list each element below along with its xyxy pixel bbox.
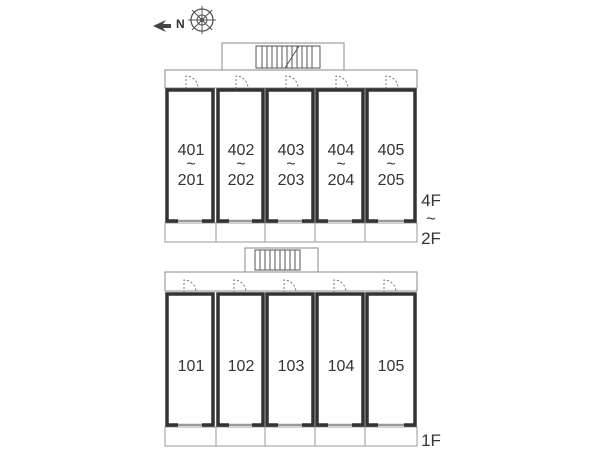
upper-floor-label: 4F ~ 2F: [421, 191, 441, 248]
upper-door-swings: [185, 75, 399, 89]
unit-label-bottom: 203: [278, 172, 305, 189]
door-swing-icon: [185, 75, 199, 89]
unit-label-bottom: 205: [378, 172, 405, 189]
door-swing-icon: [333, 279, 347, 293]
door-swing-icon: [235, 75, 249, 89]
unit-label: 104: [328, 358, 355, 375]
unit-label: 101: [178, 358, 205, 375]
upper-corridor: [164, 69, 418, 89]
unit-label-tilde: ~: [386, 156, 395, 173]
unit-label-top: 401: [178, 142, 205, 159]
lower-door-swings: [183, 279, 397, 293]
lower-corridor: [164, 271, 418, 292]
unit-label: 103: [278, 358, 305, 375]
lower-floor-label: 1F: [421, 431, 441, 450]
unit-label-top: 403: [278, 142, 305, 159]
unit-label-bottom: 204: [328, 172, 355, 189]
floor-label-bottom: 2F: [421, 229, 441, 248]
compass: N: [153, 6, 216, 34]
unit-label-bottom: 202: [228, 172, 255, 189]
lower-balcony: [164, 426, 418, 447]
unit-label-tilde: ~: [336, 156, 345, 173]
door-swing-icon: [335, 75, 349, 89]
upper-unit-labels: 401 ~ 201 402 ~ 202 403 ~ 203 404 ~ 204 …: [178, 142, 405, 189]
lower-stairs-icon: [259, 250, 296, 270]
unit-label-top: 405: [378, 142, 405, 159]
door-swing-icon: [285, 75, 299, 89]
unit-label-top: 404: [328, 142, 355, 159]
unit-label-tilde: ~: [186, 156, 195, 173]
unit-label: 102: [228, 358, 255, 375]
unit-label: 105: [378, 358, 405, 375]
compass-label: N: [176, 17, 185, 31]
north-arrow-icon: [153, 20, 171, 32]
door-swing-icon: [385, 75, 399, 89]
upper-stair-core: [221, 42, 345, 72]
lower-block: 101 102 103 104 105 1F: [164, 247, 441, 450]
upper-stairs-icon: [261, 45, 313, 69]
door-swing-icon: [233, 279, 247, 293]
door-swing-icon: [383, 279, 397, 293]
upper-balcony: [164, 222, 418, 243]
compass-rose-icon: [188, 6, 216, 34]
door-swing-icon: [283, 279, 297, 293]
unit-label-tilde: ~: [236, 156, 245, 173]
upper-block: 401 ~ 201 402 ~ 202 403 ~ 203 404 ~ 204 …: [164, 42, 441, 248]
floor-label-top: 4F: [421, 191, 441, 210]
lower-unit-labels: 101 102 103 104 105: [178, 358, 405, 375]
unit-label-top: 402: [228, 142, 255, 159]
unit-label-bottom: 201: [178, 172, 205, 189]
unit-label-tilde: ~: [286, 156, 295, 173]
door-swing-icon: [183, 279, 197, 293]
lower-stair-core: [244, 247, 319, 273]
floor-label-range: ~: [426, 209, 436, 228]
